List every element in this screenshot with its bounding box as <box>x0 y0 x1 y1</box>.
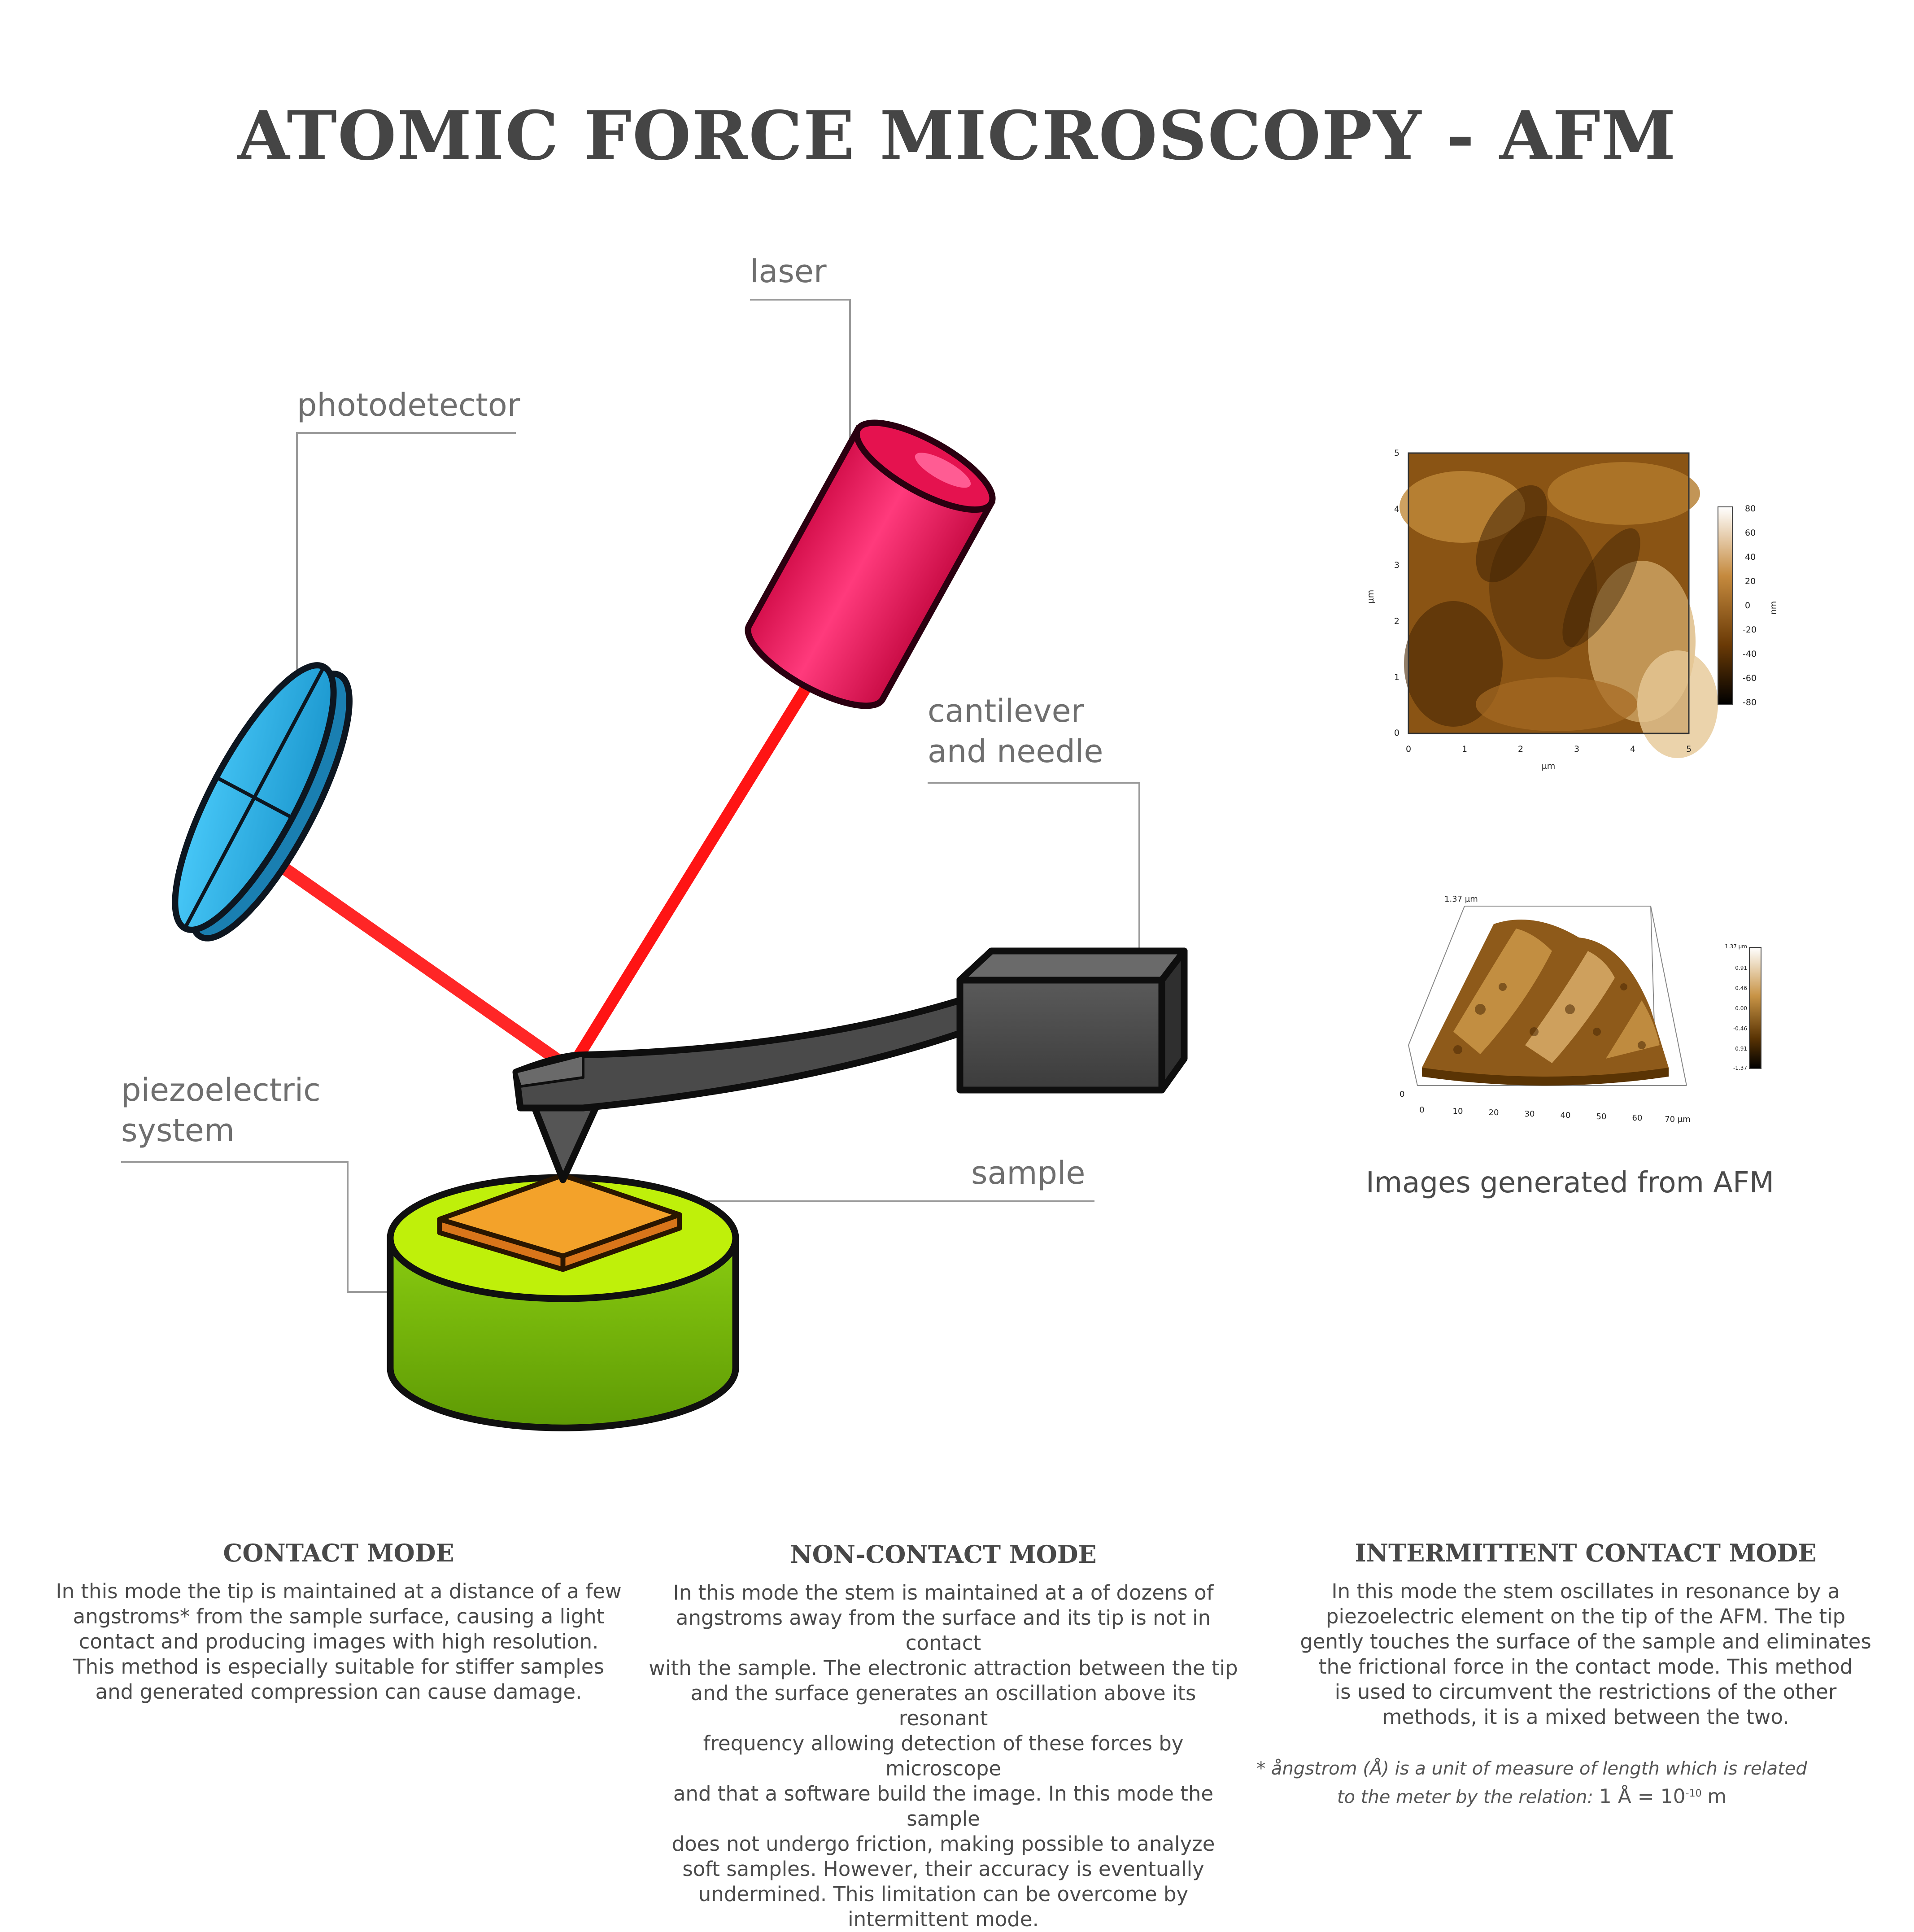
svg-text:4: 4 <box>1394 504 1400 514</box>
afm-2d-color-scale <box>1718 506 1733 705</box>
svg-text:3: 3 <box>1574 744 1579 754</box>
cantilever-label-line1: cantilever <box>928 693 1084 729</box>
afm-2d-axes: 0 1 2 3 4 5 µm 0 1 2 3 4 5 µm <box>1366 448 1692 771</box>
contact-mode-text: In this mode the tip is maintained at a … <box>56 1579 622 1704</box>
svg-text:20: 20 <box>1745 576 1756 586</box>
svg-text:0.91: 0.91 <box>1735 965 1747 971</box>
svg-text:0: 0 <box>1406 744 1411 754</box>
intermittent-mode-text: In this mode the stem oscillates in reso… <box>1300 1579 1871 1729</box>
svg-text:-40: -40 <box>1743 649 1757 659</box>
angstrom-footnote: * ångstrom (Å) is a unit of measure of l… <box>1251 1756 1812 1810</box>
svg-text:1.37 µm: 1.37 µm <box>1725 943 1747 950</box>
cantilever <box>512 947 1188 1183</box>
svg-text:3: 3 <box>1394 560 1400 570</box>
svg-text:10: 10 <box>1453 1107 1463 1116</box>
svg-text:4: 4 <box>1630 744 1635 754</box>
laser-label: laser <box>750 253 827 290</box>
sample-label: sample <box>971 1155 1086 1191</box>
afm-3d-scale-ticks: 1.37 µm 0.91 0.46 0.00 -0.46 -0.91 -1.37 <box>1725 943 1747 1071</box>
svg-text:-0.46: -0.46 <box>1733 1025 1747 1032</box>
afm-2d-scale-unit: nm <box>1769 601 1779 615</box>
non-contact-mode-title: NON-CONTACT MODE <box>790 1540 1097 1569</box>
svg-text:80: 80 <box>1745 504 1756 514</box>
holder-box <box>956 977 1165 1094</box>
svg-text:20: 20 <box>1489 1108 1499 1117</box>
svg-text:2: 2 <box>1518 744 1523 754</box>
afm-2d-x-label: µm <box>1542 761 1556 771</box>
svg-text:70 µm: 70 µm <box>1665 1115 1691 1124</box>
svg-text:5: 5 <box>1686 744 1692 754</box>
svg-text:50: 50 <box>1596 1112 1607 1121</box>
svg-text:1: 1 <box>1394 672 1400 682</box>
sample-block <box>437 1173 682 1272</box>
svg-text:0.46: 0.46 <box>1735 985 1747 991</box>
laser-beams <box>258 676 815 1075</box>
footnote-line1: * ångstrom (Å) is a unit of measure of l… <box>1256 1758 1807 1779</box>
piezo-leader-line <box>121 1161 424 1293</box>
afm-2d-y-label: µm <box>1366 590 1376 604</box>
piezo-label-line2: system <box>121 1112 235 1149</box>
cantilever-leader-line <box>928 782 1140 951</box>
needle-tip <box>530 1102 600 1183</box>
afm-images-caption: Images generated from AFM <box>1365 1166 1774 1199</box>
footnote-line2: to the meter by the relation: 1 Å = 10-1… <box>1337 1785 1727 1808</box>
svg-text:40: 40 <box>1745 552 1756 562</box>
svg-text:0: 0 <box>1419 1105 1424 1115</box>
afm-3d-axes: 1.37 µm 0 0 10 20 30 40 50 60 70 µm <box>1400 894 1691 1124</box>
afm-2d-texture <box>1400 462 1718 758</box>
svg-text:0: 0 <box>1400 1090 1404 1099</box>
piezo-label-line1: piezoelectric <box>121 1072 321 1108</box>
photodetector-disc <box>172 662 353 942</box>
photodetector-label: photodetector <box>297 387 520 423</box>
svg-text:-1.37: -1.37 <box>1733 1065 1747 1071</box>
non-contact-mode-text: In this mode the stem is maintained at a… <box>649 1581 1238 1931</box>
afm-3d-surface <box>1408 906 1687 1086</box>
svg-text:0: 0 <box>1394 728 1400 738</box>
cantilever-label-line2: and needle <box>928 733 1103 770</box>
contact-mode-title: CONTACT MODE <box>223 1539 454 1567</box>
afm-3d-top-label: 1.37 µm <box>1444 894 1478 904</box>
svg-text:0.00: 0.00 <box>1735 1005 1747 1012</box>
footnote-equation: 1 Å = 10 <box>1599 1785 1686 1808</box>
svg-text:-60: -60 <box>1743 673 1757 683</box>
photodetector-leader-line <box>296 432 516 709</box>
afm-3d-x-ticks: 0 10 20 30 40 50 60 70 µm <box>1419 1105 1691 1124</box>
reflected-beam <box>258 848 577 1075</box>
footnote-exponent: -10 <box>1685 1788 1702 1799</box>
afm-2d-y-ticks: 0 1 2 3 4 5 <box>1394 448 1400 738</box>
svg-text:-80: -80 <box>1743 698 1757 707</box>
incident-beam <box>565 676 815 1075</box>
svg-text:5: 5 <box>1394 448 1400 458</box>
afm-3d-color-scale <box>1749 947 1761 1069</box>
svg-text:40: 40 <box>1561 1111 1571 1120</box>
svg-text:60: 60 <box>1745 528 1756 538</box>
page-title: ATOMIC FORCE MICROSCOPY - AFM <box>237 96 1677 175</box>
svg-text:60: 60 <box>1632 1113 1643 1123</box>
laser-cylinder <box>745 419 996 709</box>
holder-box-top <box>956 947 1188 984</box>
svg-text:-0.91: -0.91 <box>1733 1046 1747 1052</box>
afm-2d-x-ticks: 0 1 2 3 4 5 <box>1406 744 1692 754</box>
intermittent-mode-title: INTERMITTENT CONTACT MODE <box>1355 1539 1817 1567</box>
afm-2d-scale-ticks: 80 60 40 20 0 -20 -40 -60 -80 <box>1743 504 1757 707</box>
svg-text:1: 1 <box>1462 744 1467 754</box>
svg-text:0: 0 <box>1745 601 1750 611</box>
svg-text:30: 30 <box>1525 1109 1535 1119</box>
footnote-unit: m <box>1707 1785 1727 1808</box>
svg-text:2: 2 <box>1394 616 1400 626</box>
svg-text:-20: -20 <box>1743 625 1757 635</box>
afm-2d-map <box>1400 452 1718 758</box>
